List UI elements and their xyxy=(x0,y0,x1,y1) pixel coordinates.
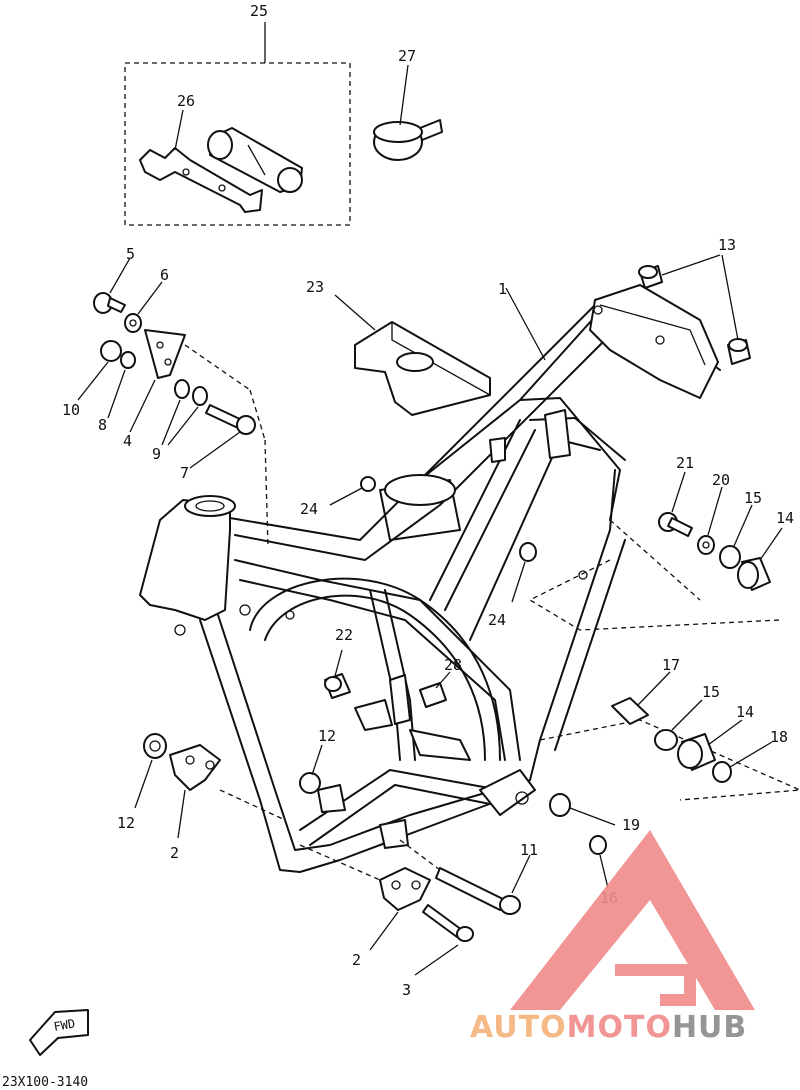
label-2-left: 2 xyxy=(170,844,179,862)
label-17: 18 xyxy=(770,728,788,746)
label-12-left: 12 xyxy=(117,814,135,832)
brand-moto: MOTO xyxy=(567,1010,672,1045)
svg-text:AUTOMOTOHUB: AUTOMOTOHUB xyxy=(470,1010,747,1045)
fwd-direction-tag: FWD xyxy=(29,1009,89,1056)
upper-bracket-parts xyxy=(77,257,269,549)
fwd-label: FWD xyxy=(53,1016,77,1034)
rear-mount-parts xyxy=(528,471,800,889)
label-2-lower: 2 xyxy=(352,951,361,969)
label-13: 13 xyxy=(718,236,736,254)
label-20: 20 xyxy=(712,471,730,489)
label-22: 22 xyxy=(335,626,353,644)
brand-hub: HUB xyxy=(672,1010,747,1045)
main-frame xyxy=(139,284,721,873)
part-23-plate xyxy=(334,294,491,416)
label-11: 11 xyxy=(520,841,538,859)
label-15-lower: 15 xyxy=(702,683,720,701)
label-15-upper: 15 xyxy=(744,489,762,507)
automotohub-watermark: AUTOMOTOHUB xyxy=(470,830,755,1045)
label-12-mid: 12 xyxy=(318,727,336,745)
label-26: 26 xyxy=(177,92,195,110)
part-11-bolt xyxy=(399,839,531,915)
brand-auto: AUTO xyxy=(470,1010,567,1045)
label-8: 8 xyxy=(98,416,107,434)
drawing-code: 23X100-3140 xyxy=(2,1075,88,1090)
label-18: 19 xyxy=(622,816,640,834)
toolkit-group xyxy=(124,22,351,226)
label-21: 21 xyxy=(676,454,694,472)
label-24-lower: 24 xyxy=(488,611,506,629)
label-28: 28 xyxy=(444,656,462,674)
front-mount-parts xyxy=(134,733,474,976)
label-16: 17 xyxy=(662,656,680,674)
misc-parts xyxy=(324,254,751,708)
label-6: 6 xyxy=(160,266,169,284)
label-10: 10 xyxy=(62,401,80,419)
label-1: 1 xyxy=(498,280,507,298)
label-14-lower: 14 xyxy=(736,703,754,721)
label-14-upper: 14 xyxy=(776,509,794,527)
label-5: 5 xyxy=(126,245,135,263)
label-24-upper: 24 xyxy=(300,500,318,518)
label-3: 3 xyxy=(402,981,411,999)
label-25: 25 xyxy=(250,2,268,20)
label-7: 7 xyxy=(180,464,189,482)
label-4: 4 xyxy=(123,432,132,450)
part-27-clamp xyxy=(373,64,443,161)
label-27: 27 xyxy=(398,47,416,65)
label-9: 9 xyxy=(152,445,161,463)
label-23: 23 xyxy=(306,278,324,296)
